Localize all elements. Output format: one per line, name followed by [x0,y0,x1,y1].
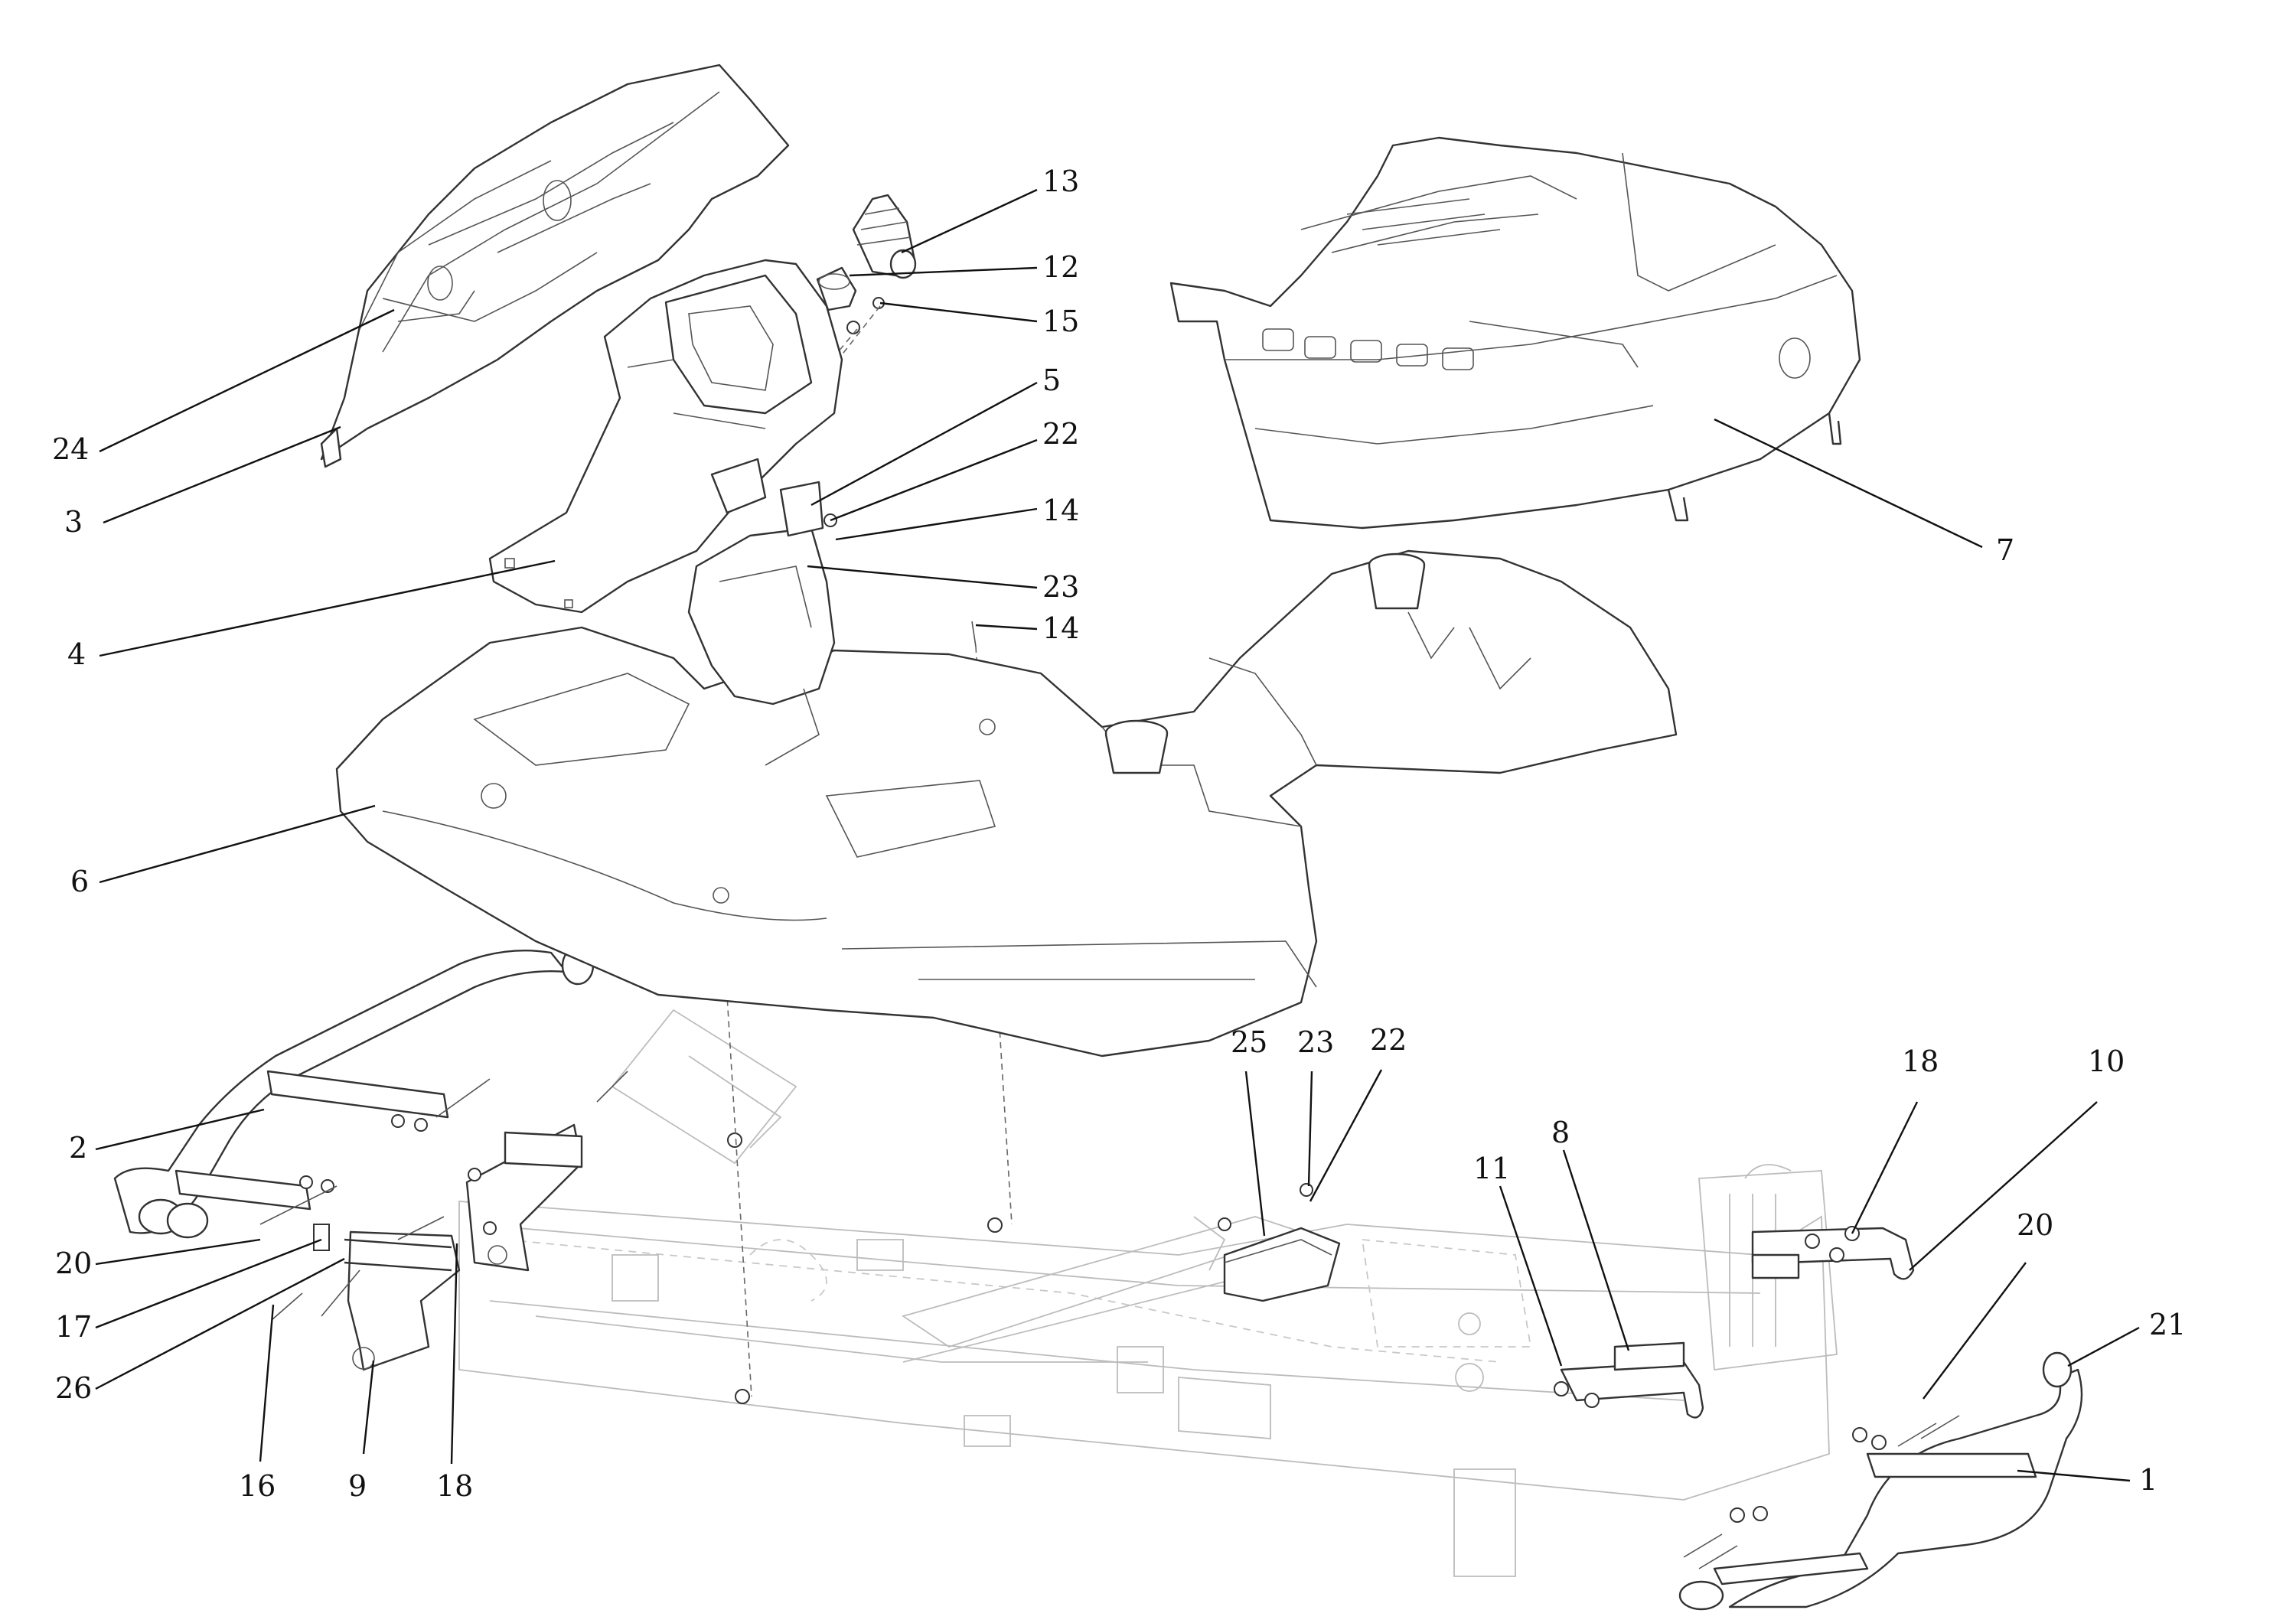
callout-10: 10 [2088,1045,2125,1078]
callout-14-mid: 14 [1042,611,1079,645]
callout-labels: 24 3 4 6 2 20 17 26 16 9 18 13 12 15 5 2… [52,165,2186,1503]
callout-20-left: 20 [55,1247,92,1280]
callout-14-top: 14 [1042,494,1079,527]
chassis-frame [458,1009,1838,1577]
callout-6: 6 [70,865,89,898]
callout-22-top: 22 [1042,417,1079,451]
front-bumper-part-2 [113,946,595,1239]
rear-cover-part-7 [1169,136,1861,530]
callout-4: 4 [67,637,86,671]
callout-9: 9 [348,1469,367,1503]
callout-24: 24 [52,432,89,466]
leader-lines [95,188,2140,1482]
callout-25: 25 [1231,1025,1267,1059]
callout-16: 16 [239,1469,276,1503]
cover-part-25 [1223,1227,1341,1302]
callout-17: 17 [55,1310,92,1344]
callout-7: 7 [1996,533,2014,567]
seat-pan-part-6 [335,549,1678,1058]
left-bracket-part-9 [344,1123,583,1371]
collar-part-12 [816,266,857,311]
callout-18-left: 18 [436,1469,473,1503]
callout-20-right: 20 [2017,1208,2053,1242]
callout-23-top: 23 [1042,570,1079,604]
rear-bumper-part-1 [1678,1351,2083,1611]
callout-26: 26 [55,1371,92,1405]
steering-shroud-part-5 [687,481,836,766]
dash-panel-part-4 [488,259,843,614]
callout-5: 5 [1042,363,1061,397]
callout-22-bottom: 22 [1370,1023,1407,1057]
callout-13: 13 [1042,165,1079,198]
callout-18-right: 18 [1902,1045,1939,1078]
bracket-part-8 [1560,1341,1704,1419]
callout-11: 11 [1473,1152,1510,1185]
callout-3: 3 [64,505,83,539]
callout-21: 21 [2149,1308,2186,1341]
hood-part-24 [320,64,790,468]
knob-part-13 [852,194,917,279]
callout-1: 1 [2139,1463,2157,1497]
callout-15: 15 [1042,305,1079,338]
callout-8: 8 [1551,1116,1570,1149]
fasteners [259,297,1960,1569]
callout-12: 12 [1042,250,1079,284]
callout-2: 2 [69,1131,87,1165]
callout-23-bottom: 23 [1297,1025,1334,1059]
